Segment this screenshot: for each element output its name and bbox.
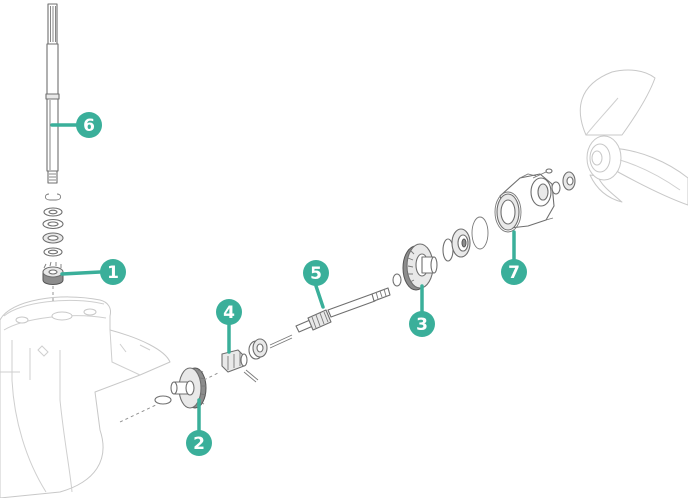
callout-badge [409,311,435,337]
propeller-shaft [295,287,391,333]
propeller [579,69,688,206]
carrier-bolt [532,168,553,179]
callout-1: 1 [60,259,126,285]
reverse-gear [402,243,438,291]
forward-gear-clutch-line [203,371,221,381]
callout-number: 1 [107,263,119,283]
callout-badge [100,259,126,285]
callout-badge [186,430,212,456]
callout-4: 4 [216,299,242,354]
callout-5: 5 [303,260,329,309]
callout-leader-line [60,270,102,276]
bearing-carrier [494,173,555,233]
callout-number: 4 [223,303,235,323]
reverse-gear-shim [392,273,402,287]
callout-3: 3 [409,284,435,337]
propeller-washers [551,171,576,195]
callout-number: 3 [416,315,428,335]
forward-gear-shim [154,395,172,405]
clutch-dog [221,349,259,383]
callout-6: 6 [50,112,102,138]
callout-number: 7 [508,263,520,283]
callout-layer: 1 2 3 4 5 6 7 [50,112,527,456]
callout-number: 5 [310,264,322,284]
gearcase-housing [0,296,171,498]
callout-badge [501,259,527,285]
callout-2: 2 [186,398,212,456]
carrier-bearing-set [442,216,489,262]
forward-gear-axis-line [119,403,159,423]
drive-shaft [45,3,60,184]
callout-leader-line [314,284,325,309]
driveshaft-washer-stack [42,193,64,257]
reverse-bushing [248,338,268,360]
forward-gear [170,367,207,409]
callout-7: 7 [501,230,527,285]
callout-number: 2 [193,434,205,454]
callout-number: 6 [83,116,95,136]
callout-badge [216,299,242,325]
shift-pin [269,334,293,346]
pinion-gear [42,261,64,285]
callout-badge [303,260,329,286]
callout-badge [76,112,102,138]
